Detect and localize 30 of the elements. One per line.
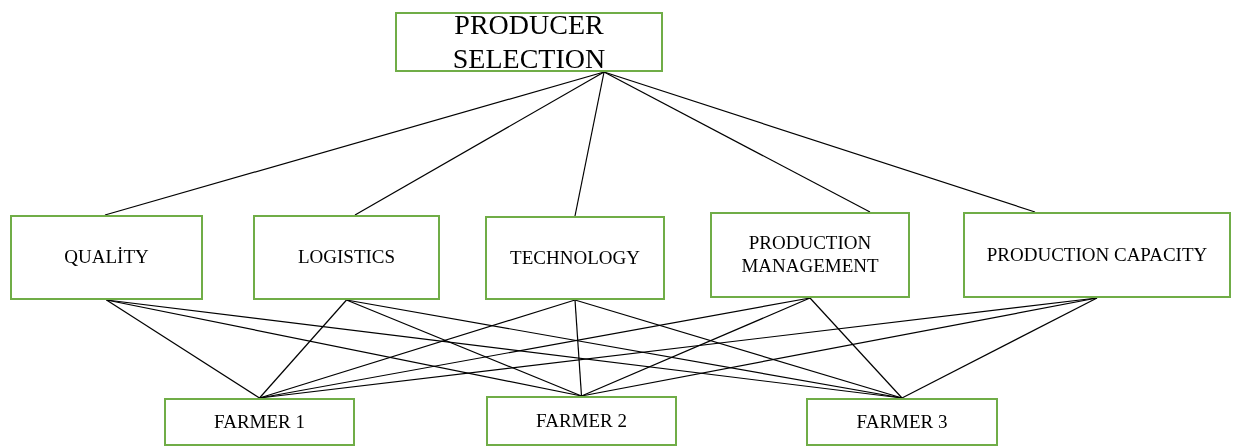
box-label: FARMER 2 [536, 409, 627, 433]
connector-line [809, 297, 903, 399]
criteria-box [710, 212, 910, 298]
box-label: FARMER 3 [856, 410, 948, 434]
box-label: PRODUCTION MANAGEMENT [740, 232, 880, 278]
box-label: TECHNOLOGY [510, 246, 640, 270]
connector-line [105, 299, 261, 399]
criteria-box [486, 396, 677, 446]
connector-line [354, 71, 605, 216]
box-label: PRODUCER SELECTION [451, 8, 607, 76]
criteria-box [164, 398, 355, 446]
box-label: PRODUCTION CAPACITY [986, 243, 1208, 267]
connector-line [345, 299, 583, 397]
connector-line [574, 299, 903, 399]
criteria-box [10, 215, 203, 300]
criteria-box [395, 12, 663, 72]
connector-line [258, 299, 348, 399]
connector-line [580, 297, 811, 397]
criteria-box [963, 212, 1231, 298]
connector-line [603, 71, 871, 213]
connector-line [901, 297, 1098, 399]
criteria-box [485, 216, 665, 300]
box-label: LOGISTICS [297, 246, 396, 269]
box-label: QUALİTY [64, 246, 149, 269]
connector-line [574, 299, 583, 397]
connector-line [574, 71, 605, 217]
connector-line [603, 71, 1036, 213]
criteria-box [806, 398, 998, 446]
box-label: FARMER 1 [214, 410, 305, 434]
criteria-box [253, 215, 440, 300]
